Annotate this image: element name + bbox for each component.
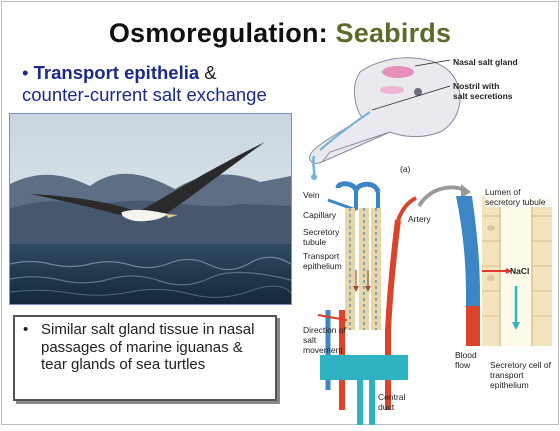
bullet-amp: & (199, 62, 216, 83)
label-vein: Vein (303, 190, 320, 200)
label-secretory-tubule: Secretory tubule (303, 227, 353, 247)
title-accent: Seabirds (336, 18, 452, 48)
diagram-c-tubule-detail (452, 196, 556, 346)
bullet-line2: counter-current salt exchange (22, 84, 267, 105)
note-box: • Similar salt gland tissue in nasal pas… (13, 315, 277, 401)
label-transport-epithelium: Transport epithelium (303, 251, 355, 271)
note-text: Similar salt gland tissue in nasal passa… (41, 321, 269, 374)
label-artery: Artery (408, 214, 431, 224)
label-lumen: Lumen of secretory tubule (485, 187, 557, 207)
label-panel-a: (a) (400, 164, 410, 174)
diagram-a-bird-head (300, 52, 480, 182)
label-central-duct: Central duct (378, 392, 418, 412)
bullet-transport: • Transport epithelia & counter-current … (22, 62, 267, 106)
label-direction-salt: Direction of salt movement (303, 325, 347, 355)
title-main: Osmoregulation: (109, 18, 328, 48)
albatross-photo (9, 113, 292, 305)
label-secretory-cell: Secretory cell of transport epithelium (490, 360, 556, 390)
note-marker: • (23, 321, 28, 338)
label-nacl: NaCl (510, 266, 529, 276)
label-capillary: Capillary (303, 210, 336, 220)
bullet-bold-text: Transport epithelia (34, 62, 200, 83)
label-nostril: Nostril with salt secretions (453, 81, 515, 101)
slide-title: Osmoregulation: Seabirds (0, 18, 560, 49)
bullet-marker: • (22, 62, 28, 83)
label-blood-flow: Blood flow (455, 350, 485, 370)
label-nasal-salt-gland: Nasal salt gland (453, 57, 553, 67)
